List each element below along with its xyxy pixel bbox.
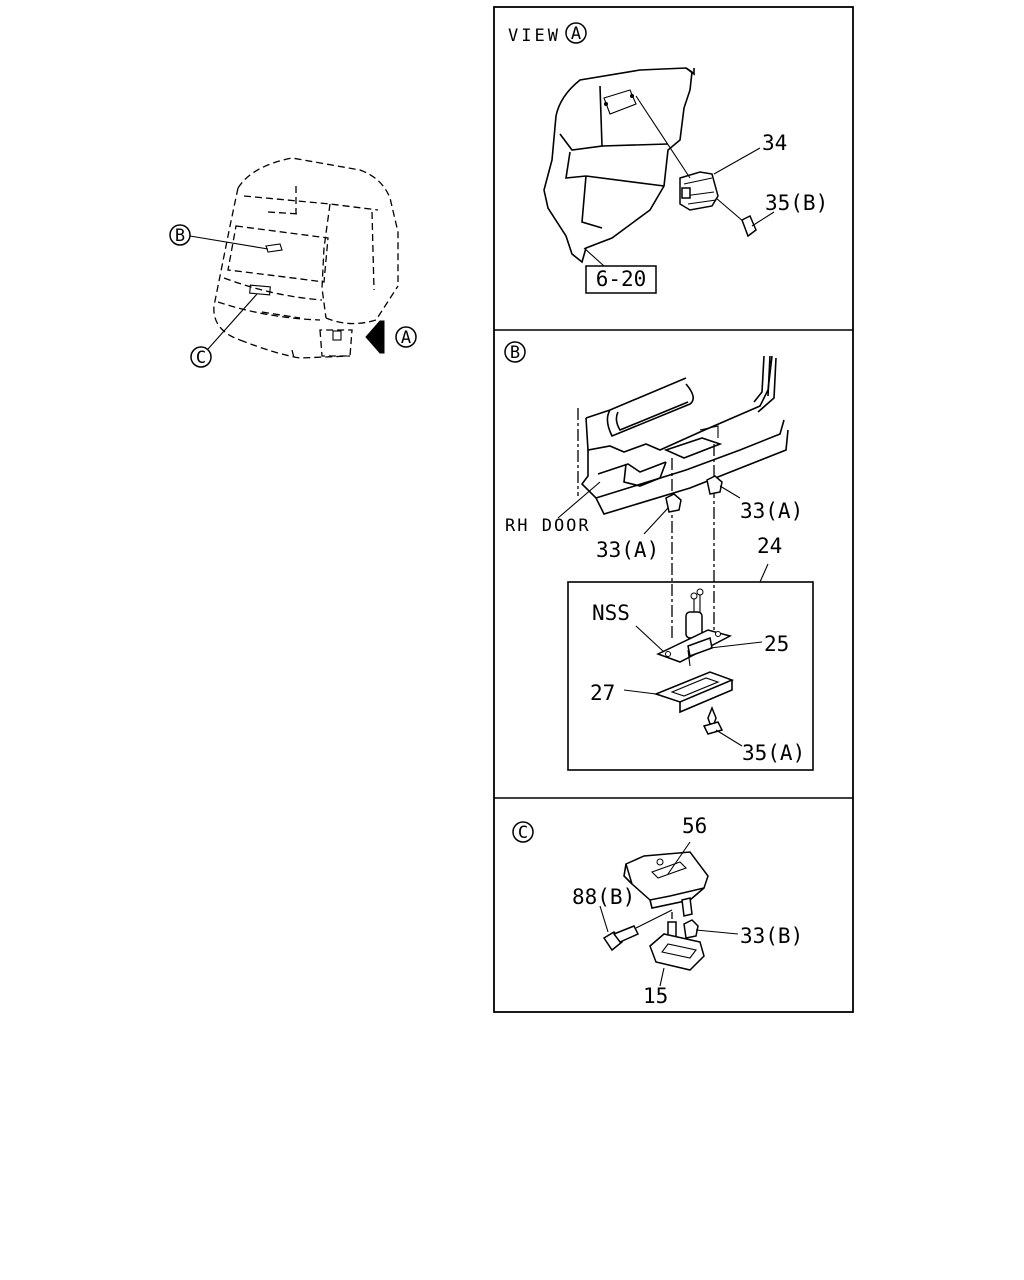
part-33a-left: 33(A): [596, 538, 659, 562]
view-a-circle: A: [571, 24, 581, 44]
part-35b: 35(B): [765, 191, 828, 215]
view-a-title: VIEW: [508, 26, 561, 46]
panel-c-circle: C: [518, 823, 528, 843]
part-33a-right: 33(A): [740, 499, 803, 523]
part-35a: 35(A): [742, 741, 805, 765]
part-56: 56: [682, 814, 707, 838]
panel-b-circle: B: [510, 343, 520, 363]
part-88b: 88(B): [572, 885, 635, 909]
part-33b: 33(B): [740, 924, 803, 948]
panel-b: B RH DOOR 33(A) 33(A) 24: [504, 341, 814, 771]
part-24: 24: [757, 534, 782, 558]
rh-door-label: RH DOOR: [505, 516, 591, 536]
nss-label: NSS: [592, 601, 630, 625]
ref-box-6-20: 6-20: [596, 267, 647, 291]
part-27: 27: [590, 681, 615, 705]
panel-c: C 56 88(B) 33(B) 15: [512, 814, 803, 1008]
part-15: 15: [643, 984, 668, 1008]
part-25: 25: [764, 632, 789, 656]
view-direction-arrow-icon: [365, 320, 385, 354]
panel-view-a: VIEW A 6-20 34 35(B): [508, 22, 828, 294]
callout-c: C: [196, 348, 206, 368]
callout-b: B: [175, 226, 185, 246]
detail-panels-frame: [493, 6, 854, 1013]
part-34: 34: [762, 131, 787, 155]
view-arrow-label: A: [401, 328, 411, 348]
truck-cab-overview: B C A: [169, 157, 417, 368]
